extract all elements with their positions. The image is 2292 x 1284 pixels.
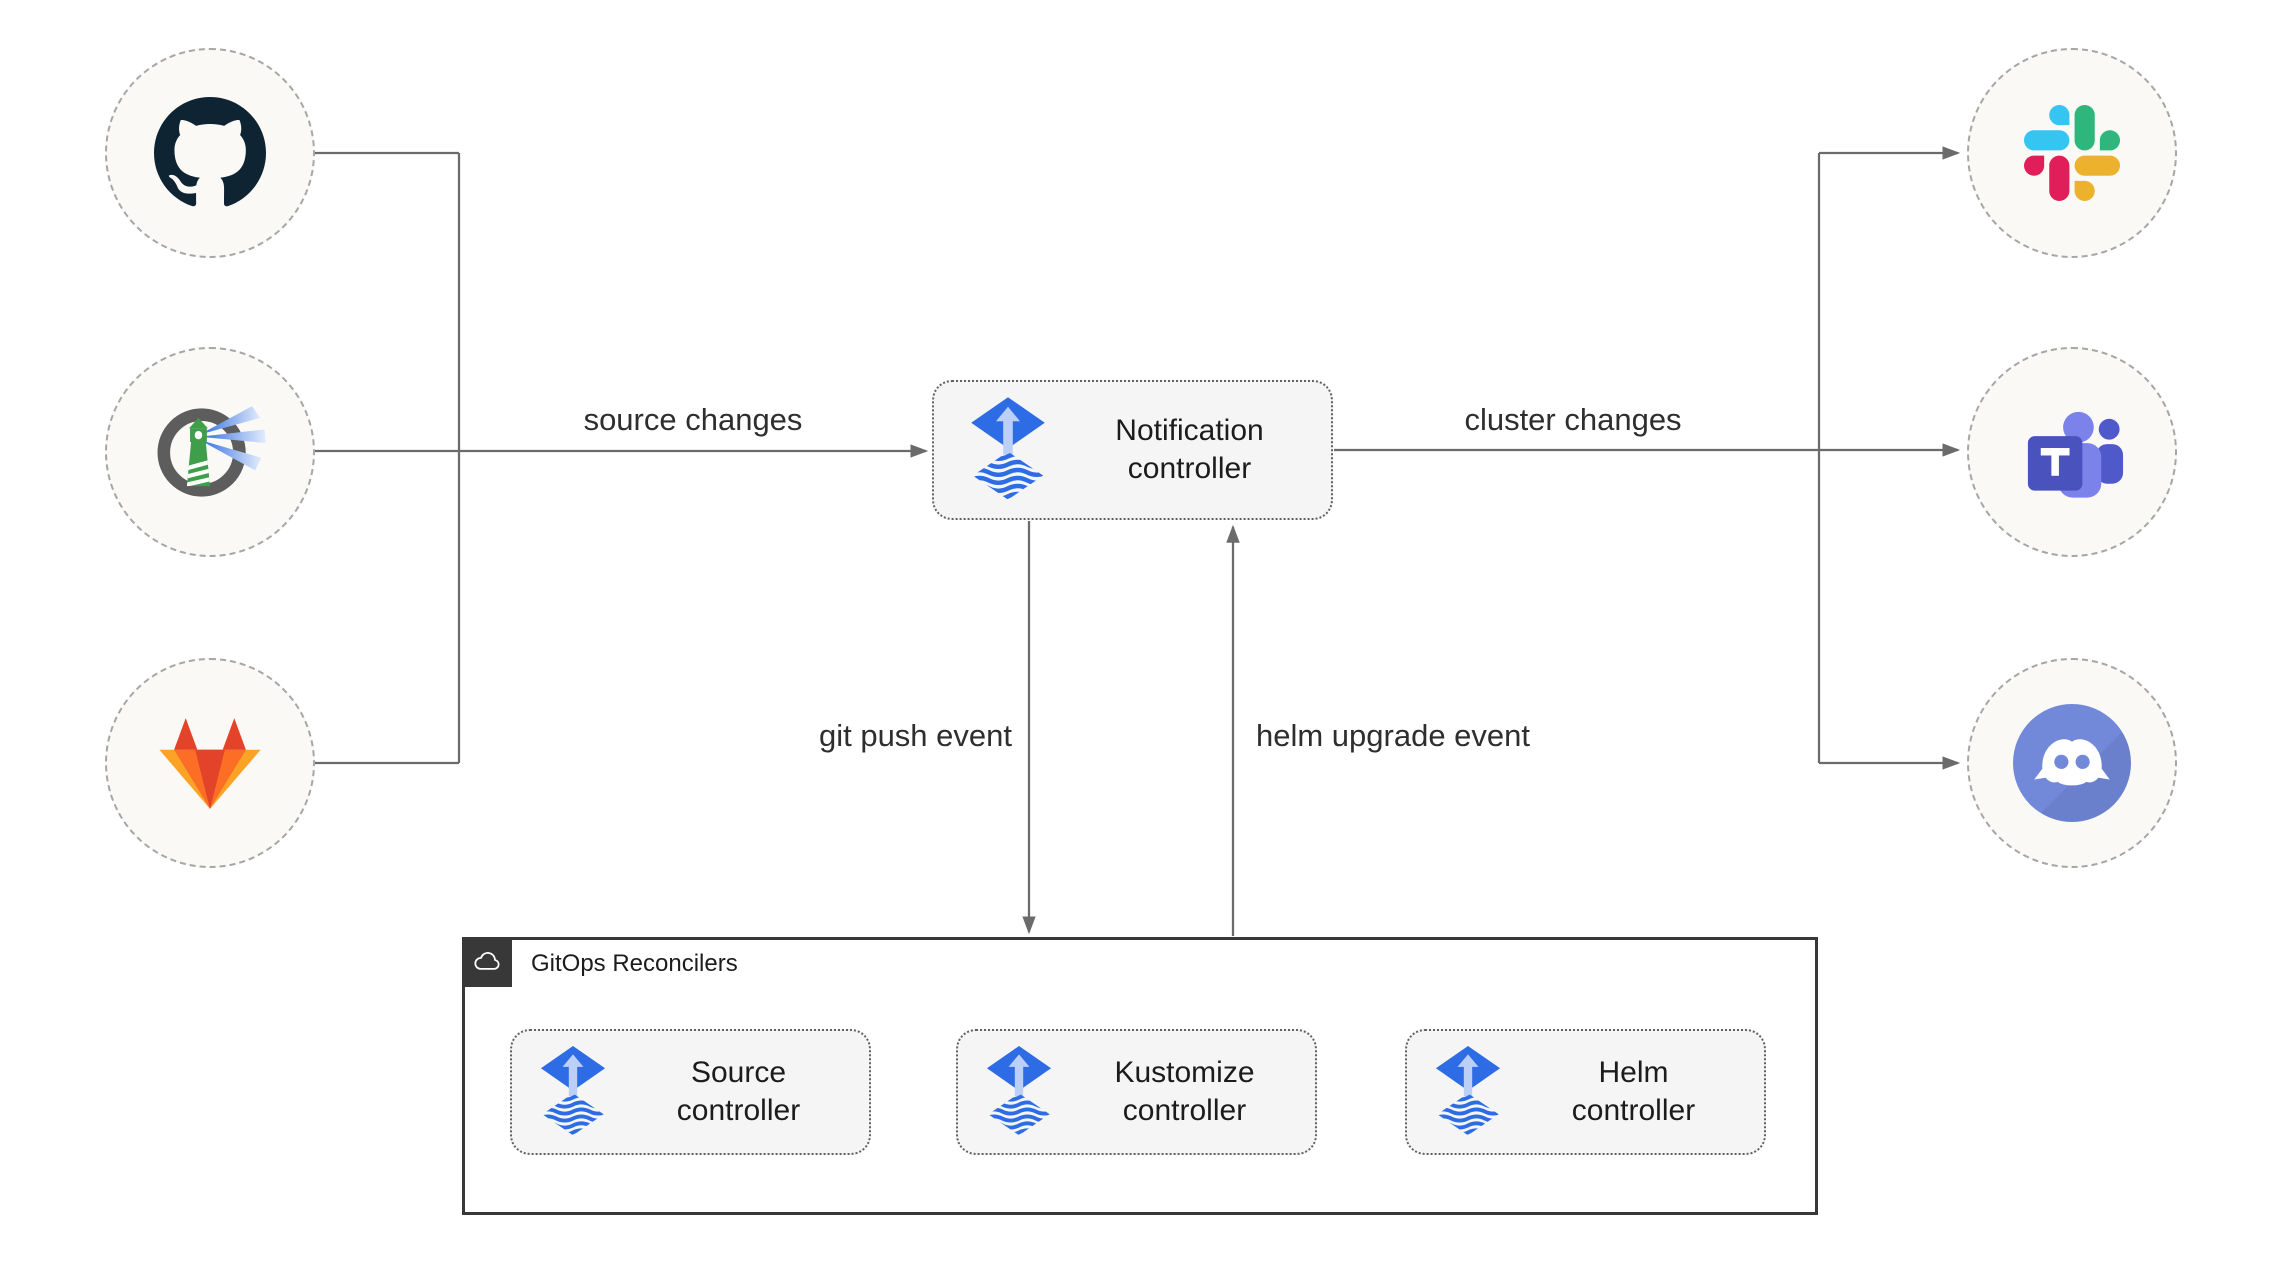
slack-icon	[2024, 105, 2120, 201]
node-gitlab	[105, 658, 315, 868]
flux-icon	[934, 397, 1048, 503]
node-discord	[1967, 658, 2177, 868]
kustomize-controller-label: Kustomize controller	[1114, 1056, 1255, 1127]
node-slack	[1967, 48, 2177, 258]
group-badge	[462, 937, 512, 987]
node-github	[105, 48, 315, 258]
group-title: GitOps Reconcilers	[531, 950, 738, 977]
flux-icon	[1407, 1046, 1503, 1138]
node-notification-controller: Notification controller	[932, 380, 1333, 520]
harbor-icon	[157, 405, 266, 497]
helm-controller-label: Helm controller	[1571, 1056, 1696, 1127]
edge-label-git-push-event: git push event	[818, 718, 1012, 753]
flux-icon	[512, 1046, 608, 1138]
node-kustomize-controller: Kustomize controller	[956, 1029, 1317, 1155]
cloud-icon	[474, 952, 500, 970]
node-source-controller: Source controller	[510, 1029, 871, 1155]
source-controller-label: Source controller	[676, 1056, 801, 1127]
flux-icon	[958, 1046, 1054, 1138]
node-harbor	[105, 347, 315, 557]
node-helm-controller: Helm controller	[1405, 1029, 1766, 1155]
microsoft-teams-icon	[2027, 411, 2124, 498]
node-microsoft-teams	[1967, 347, 2177, 557]
discord-icon	[2013, 704, 2131, 822]
edge-label-cluster-changes: cluster changes	[1464, 402, 1682, 437]
github-icon	[154, 97, 266, 207]
edge-label-helm-upgrade-event: helm upgrade event	[1256, 718, 1531, 753]
notification-controller-label: Notification controller	[1115, 414, 1264, 485]
gitlab-icon	[159, 717, 261, 809]
gitops-reconcilers-group: GitOps Reconcilers	[462, 937, 1818, 1215]
edge-label-source-changes: source changes	[583, 402, 803, 437]
